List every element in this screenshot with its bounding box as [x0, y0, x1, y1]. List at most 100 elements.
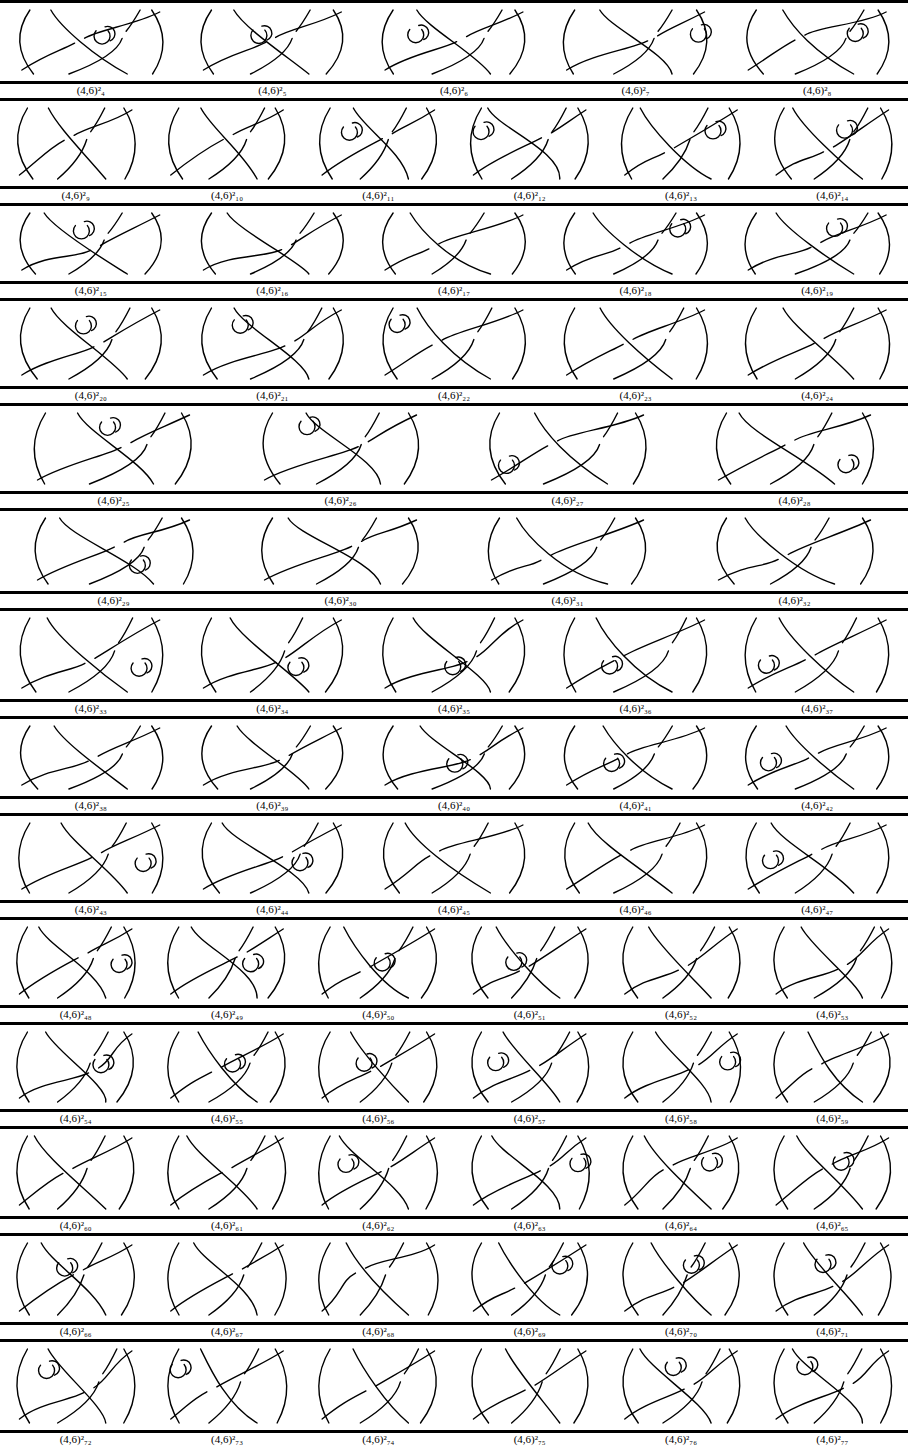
- knot-strand: [676, 1358, 686, 1372]
- knot-strand: [84, 221, 94, 235]
- knot-strand: [385, 856, 430, 889]
- knot-strand: [251, 1136, 265, 1160]
- knot-strand: [319, 1349, 330, 1423]
- knot-strand: [308, 308, 322, 332]
- knot-strand: [851, 1243, 865, 1267]
- knot-strand: [99, 1034, 132, 1068]
- knot-strand: [575, 927, 588, 998]
- knot-strand: [801, 927, 862, 998]
- link-label: (4,6)²₅₈: [663, 1112, 699, 1125]
- knot-strand: [306, 413, 380, 484]
- knot-strand: [413, 618, 490, 692]
- knot-strand: [473, 1070, 529, 1098]
- knot-strand: [47, 618, 127, 692]
- knot-strand: [126, 10, 140, 31]
- link-label: (4,6)²₄₁: [618, 799, 654, 812]
- knot-strand: [276, 12, 342, 37]
- knot-strand: [22, 858, 92, 889]
- knot-strand: [254, 954, 264, 968]
- knot-strand: [658, 12, 705, 36]
- row-bar: [0, 403, 908, 406]
- knot-strand: [506, 957, 522, 970]
- knot-strand: [417, 308, 490, 379]
- knot-strand: [124, 108, 135, 179]
- knot-strand: [503, 1032, 560, 1102]
- knot-strand: [58, 959, 94, 998]
- knot-strand: [563, 10, 574, 74]
- knot-strand: [512, 1275, 546, 1315]
- knot-strand: [658, 10, 672, 31]
- link-label: (4,6)²₃₈: [73, 799, 109, 812]
- knot-strand: [693, 618, 707, 692]
- knot-strand: [393, 1136, 407, 1160]
- knot-strand: [344, 927, 409, 998]
- knot-strand: [567, 855, 621, 889]
- knot-strand: [615, 754, 625, 768]
- knot-strand: [374, 958, 390, 971]
- knot-strand: [748, 854, 811, 889]
- knot-strand: [551, 110, 585, 133]
- knot-strand: [91, 108, 105, 132]
- knot-strand: [209, 1168, 247, 1209]
- knot-strand: [581, 1154, 591, 1168]
- knot-strand: [50, 1361, 60, 1375]
- row-bar: [0, 1005, 908, 1008]
- knot-strand: [119, 1136, 134, 1209]
- knot-strand: [251, 754, 293, 789]
- knot-strand: [338, 1159, 354, 1172]
- knot-strand: [116, 308, 130, 332]
- knot-strand: [117, 1032, 133, 1102]
- knot-strand: [171, 1392, 207, 1419]
- link-label: (4,6)²₄₃: [73, 903, 109, 916]
- knot-strand: [456, 657, 466, 671]
- knot-strand: [346, 1243, 408, 1315]
- link-label: (4,6)²₅₄: [58, 1112, 94, 1125]
- knot-strand: [310, 417, 320, 431]
- knot-strand: [273, 1136, 286, 1209]
- knot-strand: [600, 308, 672, 379]
- knot-strand: [625, 1070, 689, 1098]
- knot-strand: [48, 108, 105, 179]
- knot-strand: [683, 1260, 699, 1273]
- knot-strand: [484, 122, 494, 136]
- knot-strand: [171, 1274, 233, 1311]
- knot-strand: [121, 1243, 134, 1315]
- knot-strand: [693, 726, 707, 789]
- knot-strand: [881, 927, 892, 998]
- knot-strand: [745, 618, 756, 692]
- link-label: (4,6)²₆₉: [512, 1325, 548, 1338]
- knot-strand: [322, 1071, 371, 1098]
- knot-strand: [760, 758, 776, 771]
- knot-strand: [191, 927, 257, 998]
- knot-strand: [251, 30, 267, 43]
- link-label: (4,6)²₃₆: [618, 702, 654, 715]
- knot-strand: [233, 110, 283, 135]
- link-label: (4,6)²₂₉: [95, 594, 131, 607]
- knot-strand: [69, 38, 122, 74]
- row-bar: [0, 1126, 908, 1129]
- knot-strand: [776, 213, 854, 274]
- knot-strand: [21, 726, 38, 789]
- knot-strand: [19, 140, 64, 175]
- knot-strand: [275, 1349, 287, 1423]
- knot-strand: [564, 213, 575, 274]
- knot-strand: [194, 1243, 257, 1315]
- knot-strand: [822, 825, 886, 849]
- knot-strand: [175, 413, 191, 484]
- knot-strand: [222, 1034, 284, 1067]
- row-bar: [0, 98, 908, 101]
- link-label: (4,6)²₃₁: [549, 594, 585, 607]
- knot-strand: [168, 927, 179, 998]
- knot-strand: [94, 31, 110, 44]
- knot-strand: [421, 927, 436, 998]
- knot-strand: [270, 1032, 285, 1102]
- link-label: (4,6)²₆₆: [58, 1325, 94, 1338]
- knot-strand: [719, 445, 785, 480]
- knot-strand: [604, 758, 620, 771]
- knot-strand: [360, 1275, 385, 1315]
- knot-strand: [69, 651, 115, 692]
- knot-strand: [232, 320, 248, 333]
- knot-strand: [713, 1153, 723, 1167]
- knot-strand: [351, 1032, 409, 1102]
- knot-strand: [471, 108, 482, 179]
